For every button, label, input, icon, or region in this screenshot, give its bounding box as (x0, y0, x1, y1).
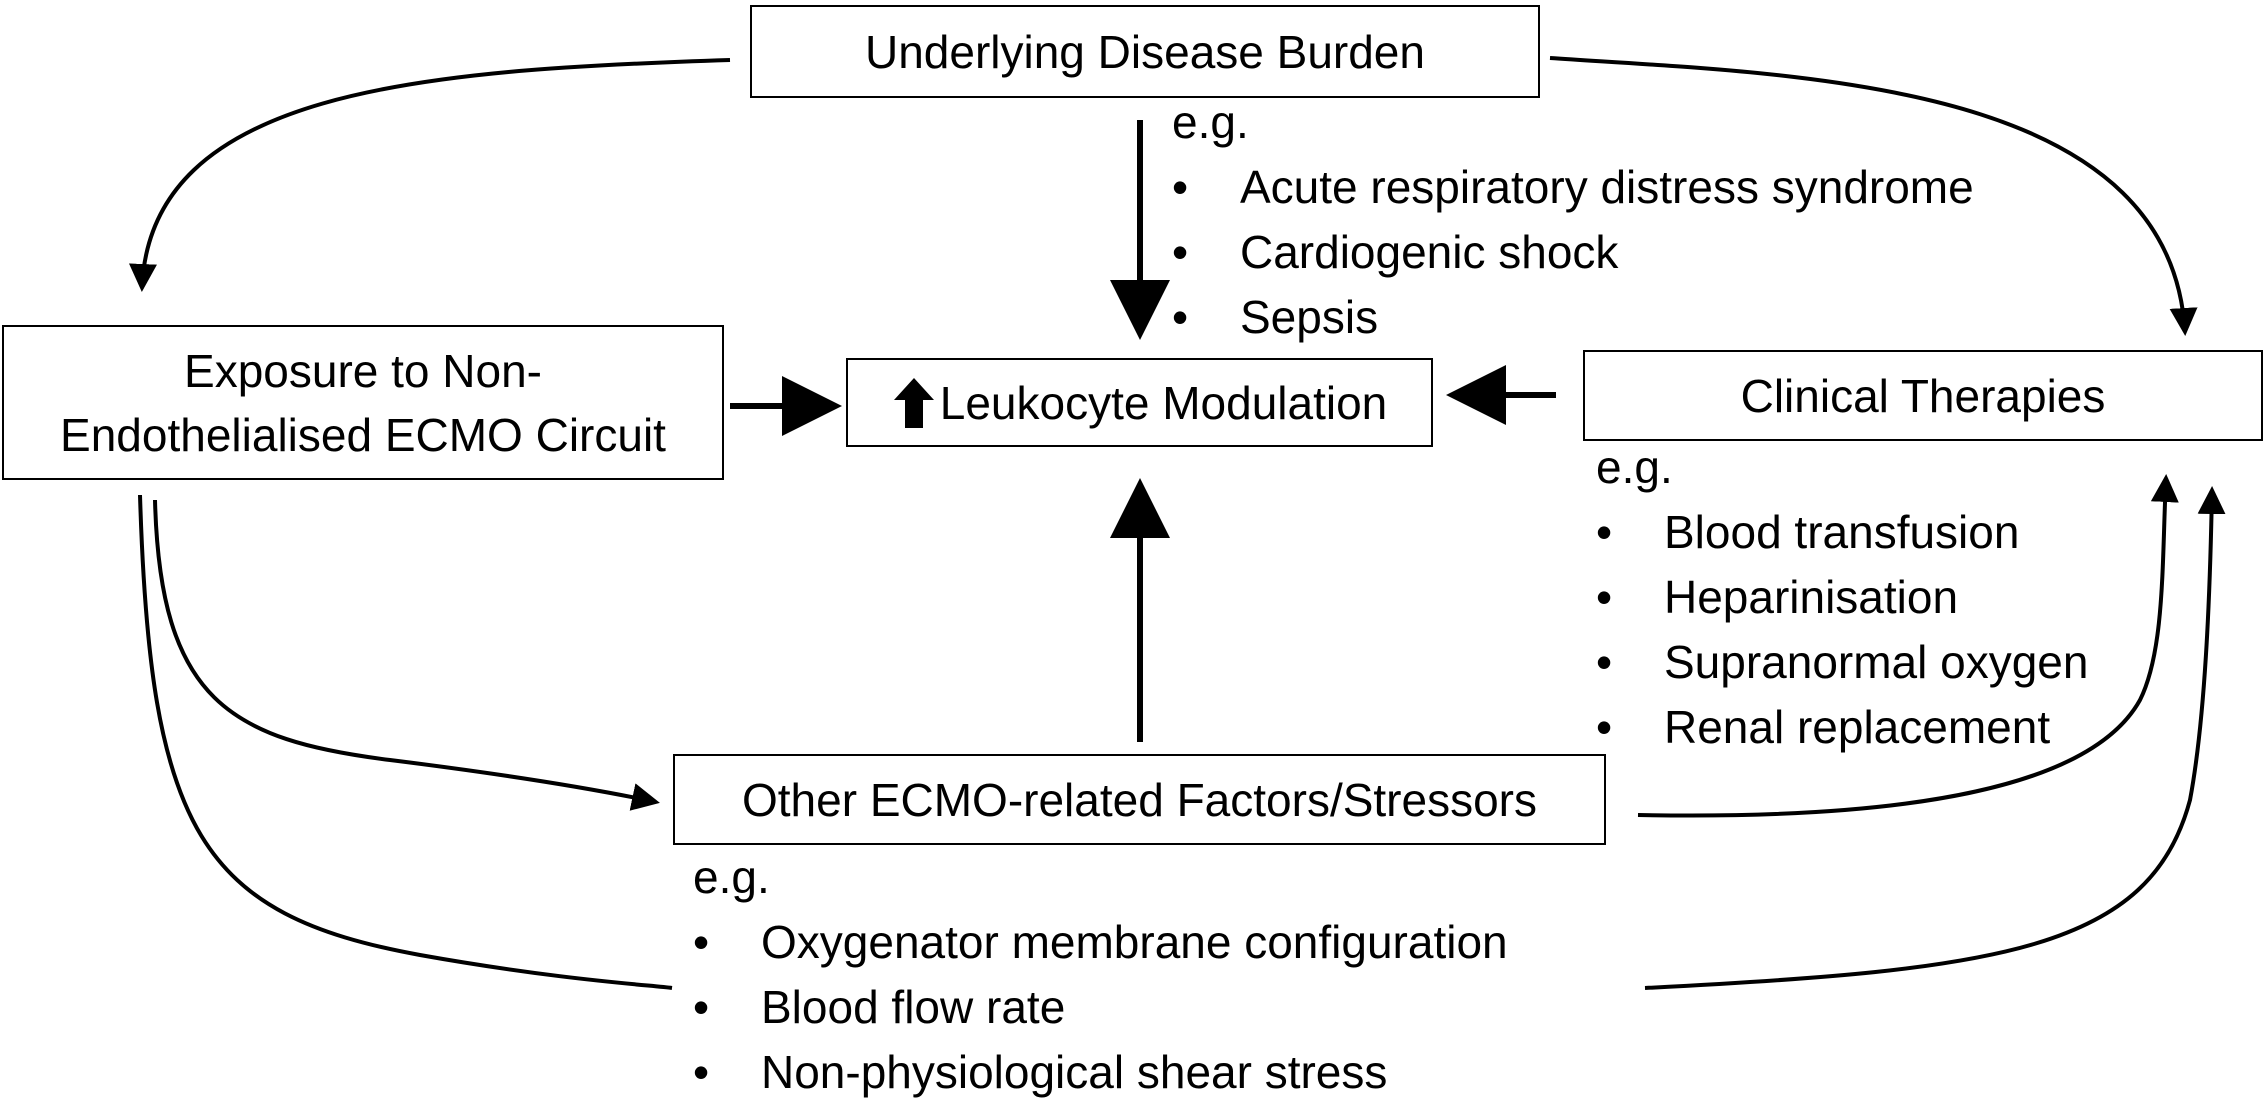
bullet-icon: • (693, 981, 710, 1033)
up-arrow-icon (893, 377, 934, 428)
node-clinical-therapies: Clinical Therapies (1583, 350, 2263, 441)
bullet-icon: • (1596, 636, 1613, 688)
factors-example-list: •Oxygenator membrane configuration •Bloo… (693, 910, 1508, 1105)
eg-label: e.g. (693, 851, 770, 903)
list-item: •Sepsis (1172, 285, 1974, 350)
list-item: •Blood flow rate (693, 975, 1508, 1040)
list-item: •Heparinisation (1596, 565, 2088, 630)
bullet-icon: • (693, 1046, 710, 1098)
list-item: •Acute respiratory distress syndrome (1172, 155, 1974, 220)
factors-examples: e.g. •Oxygenator membrane configuration … (693, 845, 1508, 1105)
node-title-line-2: Endothelialised ECMO Circuit (60, 408, 666, 461)
node-underlying-disease-burden: Underlying Disease Burden (750, 5, 1540, 98)
node-leukocyte-modulation: Leukocyte Modulation (846, 358, 1433, 447)
bullet-icon: • (1172, 291, 1189, 343)
node-exposure-ecmo-circuit: Exposure to Non- Endothelialised ECMO Ci… (2, 325, 724, 480)
list-item: •Blood transfusion (1596, 500, 2088, 565)
node-title: Underlying Disease Burden (865, 25, 1425, 78)
eg-label: e.g. (1596, 441, 1673, 493)
bullet-icon: • (1596, 506, 1613, 558)
arrow-disease-to-exposure (129, 58, 731, 292)
bullet-icon: • (1172, 161, 1189, 213)
bullet-icon: • (693, 916, 710, 968)
bullet-icon: • (1172, 226, 1189, 278)
list-item: •Non-physiological shear stress (693, 1040, 1508, 1105)
therapies-example-list: •Blood transfusion •Heparinisation •Supr… (1596, 500, 2088, 760)
bullet-icon: • (1596, 571, 1613, 623)
arrow-exposure-to-therapies (138, 490, 2212, 990)
list-item: •Supranormal oxygen (1596, 630, 2088, 695)
disease-example-list: •Acute respiratory distress syndrome •Ca… (1172, 155, 1974, 350)
eg-label: e.g. (1172, 96, 1249, 148)
node-title: Clinical Therapies (1740, 369, 2106, 422)
arrow-factors-to-therapies (1637, 474, 2179, 818)
therapies-examples: e.g. •Blood transfusion •Heparinisation … (1596, 435, 2088, 760)
arrow-disease-to-therapies (1549, 56, 2198, 336)
disease-examples: e.g. •Acute respiratory distress syndrom… (1172, 90, 1974, 350)
node-title-line-1: Exposure to Non- (184, 344, 542, 397)
list-item: •Cardiogenic shock (1172, 220, 1974, 285)
bullet-icon: • (1596, 701, 1613, 753)
node-title: Other ECMO-related Factors/Stressors (742, 773, 1537, 826)
list-item: •Renal replacement (1596, 695, 2088, 760)
node-other-ecmo-factors: Other ECMO-related Factors/Stressors (673, 754, 1606, 845)
list-item: •Oxygenator membrane configuration (693, 910, 1508, 975)
node-title: Leukocyte Modulation (939, 376, 1388, 429)
arrow-exposure-to-factors (153, 499, 660, 811)
